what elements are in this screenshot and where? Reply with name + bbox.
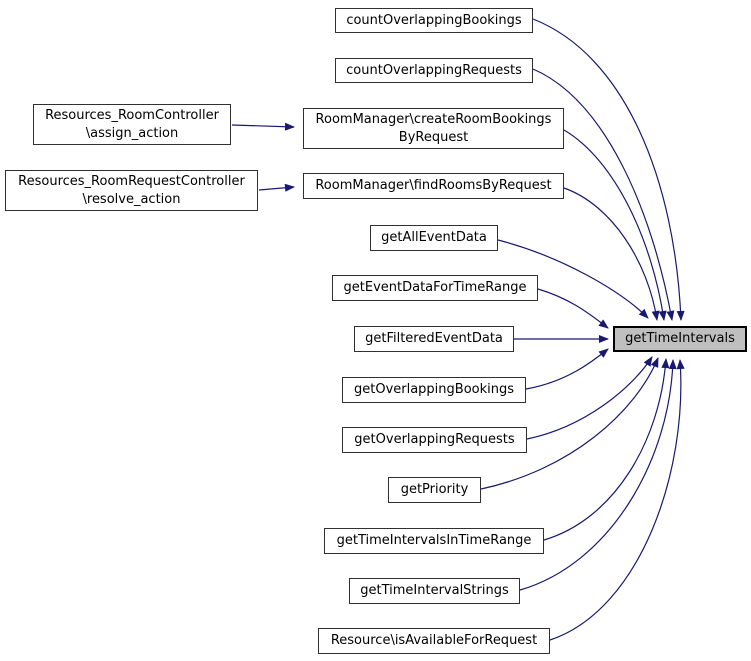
- node-label: getPriority: [400, 482, 469, 497]
- node-resource-is-available-for-request[interactable]: Resource\isAvailableForRequest: [318, 628, 550, 654]
- node-get-time-interval-strings[interactable]: getTimeIntervalStrings: [349, 578, 520, 604]
- node-label-line1: Resources_RoomRequestController: [18, 173, 245, 189]
- node-get-overlapping-requests[interactable]: getOverlappingRequests: [342, 427, 527, 453]
- node-label: countOverlappingRequests: [346, 62, 522, 78]
- node-label-line2: \assign_action: [85, 125, 179, 141]
- node-label-line2: \resolve_action: [82, 191, 181, 207]
- node-label: getFilteredEventData: [365, 331, 503, 346]
- node-get-overlapping-bookings[interactable]: getOverlappingBookings: [342, 377, 526, 403]
- edge-get-event-data-for-time-range-to-target: [537, 288, 609, 329]
- node-get-time-intervals-target: getTimeIntervals: [613, 326, 747, 352]
- node-count-overlapping-bookings[interactable]: countOverlappingBookings: [335, 8, 533, 33]
- node-label: getAllEventData: [381, 230, 487, 245]
- edge-get-priority-to-target: [480, 357, 659, 490]
- node-label: getOverlappingRequests: [354, 432, 515, 447]
- node-resources-room-controller-assign-action[interactable]: Resources_RoomController \assign_action: [33, 104, 231, 145]
- node-get-priority[interactable]: getPriority: [388, 477, 481, 503]
- node-label: getTimeIntervalsInTimeRange: [336, 533, 532, 548]
- node-resources-room-request-controller-resolve-action[interactable]: Resources_RoomRequestController \resolve…: [5, 170, 258, 211]
- node-room-manager-create-room-bookings-by-request[interactable]: RoomManager\createRoomBookings ByRequest: [303, 108, 564, 149]
- node-label: getTimeIntervalStrings: [360, 583, 509, 598]
- node-label-line1: RoomManager\createRoomBookings: [315, 111, 552, 127]
- edge-count-overlapping-bookings-to-target: [532, 18, 685, 321]
- node-get-time-intervals-in-time-range[interactable]: getTimeIntervalsInTimeRange: [324, 528, 544, 554]
- edge-count-overlapping-requests-to-target: [532, 68, 675, 321]
- node-label-line2: ByRequest: [398, 129, 469, 145]
- edge-is-available-for-request-to-target: [549, 359, 685, 641]
- node-label: getTimeIntervals: [625, 331, 735, 346]
- node-label: getEventDataForTimeRange: [343, 280, 527, 295]
- node-room-manager-find-rooms-by-request[interactable]: RoomManager\findRoomsByRequest: [303, 173, 564, 199]
- edge-get-time-intervals-in-time-range-to-target: [543, 358, 670, 541]
- node-label-line1: Resources_RoomController: [45, 107, 219, 123]
- node-get-all-event-data[interactable]: getAllEventData: [370, 225, 498, 251]
- edge-get-all-event-data-to-target: [497, 239, 649, 319]
- edge-create-room-bookings-to-target: [563, 129, 667, 321]
- edge-resolve-action-to-find-rooms: [258, 183, 295, 192]
- edge-get-time-interval-strings-to-target: [519, 359, 677, 591]
- edge-assign-action-to-create-room-bookings: [231, 122, 295, 131]
- node-label: RoomManager\findRoomsByRequest: [315, 178, 552, 193]
- node-get-event-data-for-time-range[interactable]: getEventDataForTimeRange: [332, 275, 538, 301]
- node-count-overlapping-requests[interactable]: countOverlappingRequests: [335, 58, 533, 83]
- node-label: Resource\isAvailableForRequest: [330, 633, 538, 648]
- node-get-filtered-event-data[interactable]: getFilteredEventData: [354, 326, 514, 352]
- edge-get-overlapping-bookings-to-target: [525, 348, 609, 390]
- edge-get-overlapping-requests-to-target: [526, 356, 653, 440]
- node-label: getOverlappingBookings: [353, 382, 515, 397]
- node-label: countOverlappingBookings: [346, 12, 522, 28]
- edge-find-rooms-to-target: [563, 187, 660, 321]
